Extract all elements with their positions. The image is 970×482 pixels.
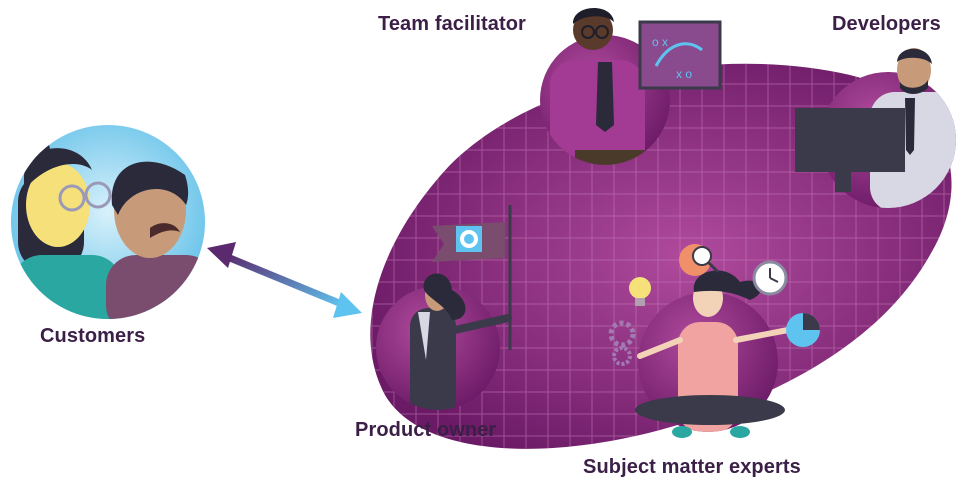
target-icon <box>456 226 482 252</box>
gear-icon <box>608 320 636 366</box>
flag-icon <box>432 205 512 350</box>
product-owner-label: Product owner <box>355 419 497 441</box>
subject-matter-experts-label: Subject matter experts <box>583 456 801 478</box>
whiteboard-icon: o x x o <box>638 20 722 90</box>
computer-monitor-icon <box>795 108 905 192</box>
developers-figure <box>795 48 956 208</box>
svg-text:o x: o x <box>652 35 668 49</box>
team-facilitator-figure: o x x o <box>540 7 722 165</box>
magnifier-icon <box>679 244 720 276</box>
svg-text:x o: x o <box>676 67 692 81</box>
pie-chart-icon <box>786 313 820 347</box>
clock-icon <box>752 260 788 296</box>
subject-matter-experts-figure <box>608 244 820 438</box>
customers-label: Customers <box>40 325 146 347</box>
team-facilitator-label: Team facilitator <box>378 13 526 35</box>
lightbulb-icon <box>629 277 651 306</box>
developers-label: Developers <box>832 13 941 35</box>
product-owner-figure <box>376 205 512 410</box>
customers-figure <box>11 125 205 319</box>
customer-team-arrow <box>207 242 362 318</box>
